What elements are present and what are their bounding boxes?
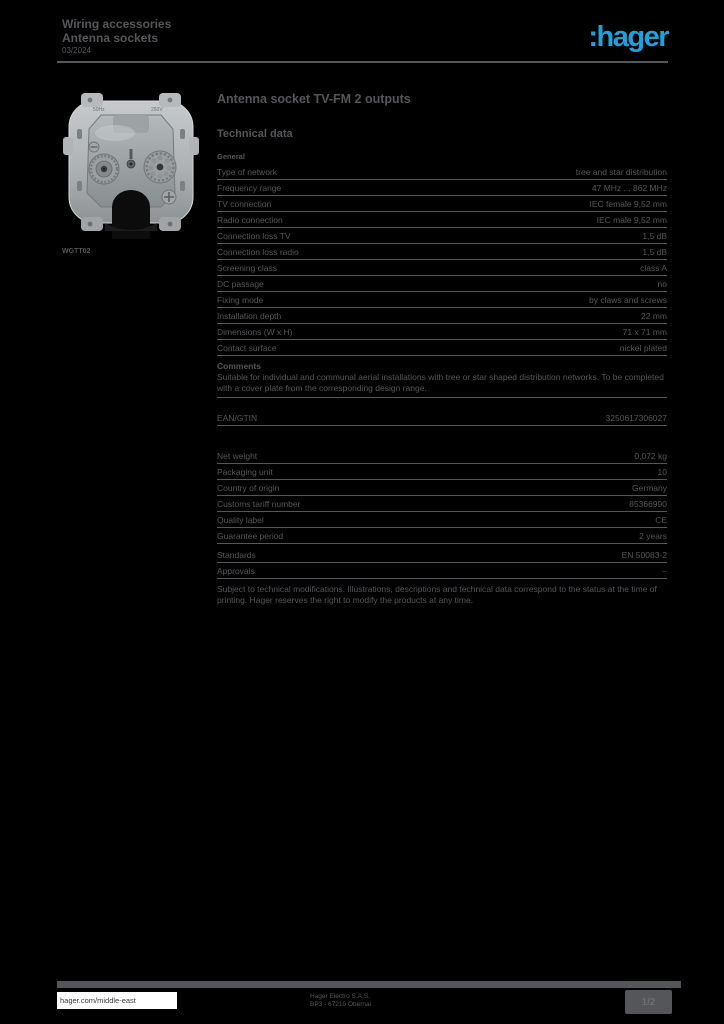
product-reference: WGTT02 xyxy=(62,248,91,255)
table-row: Guarantee period 2 years xyxy=(217,528,667,544)
row-label: Customs tariff number xyxy=(217,499,301,509)
row-label: DC passage xyxy=(217,279,264,289)
row-label: EAN/GTIN xyxy=(217,413,258,423)
bottom-arch xyxy=(112,190,150,239)
row-value: IEC female 9,52 mm xyxy=(589,199,667,209)
disclaimer-text: Subject to technical modifications. Illu… xyxy=(217,584,657,605)
row-label: Screening class xyxy=(217,263,278,273)
row-value: 1,5 dB xyxy=(642,247,667,257)
table-row: Packaging unit 10 xyxy=(217,464,667,480)
table-row: Standards EN 50083-2 xyxy=(217,547,667,563)
row-label: Guarantee period xyxy=(217,531,284,541)
ean-table: EAN/GTIN 3250617306027 xyxy=(217,410,667,426)
row-label: Standards xyxy=(217,550,256,560)
row-value: IEC male 9,52 mm xyxy=(596,215,667,225)
row-value: 2 years xyxy=(639,531,667,541)
footer-address-line2: BP3 - 67210 Obernai xyxy=(310,1001,372,1008)
table-row: Net weight 0,072 kg xyxy=(217,448,667,464)
comments-block: Comments Suitable for individual and com… xyxy=(217,358,667,398)
row-label: Packaging unit xyxy=(217,467,273,477)
header-divider xyxy=(57,61,668,63)
row-label: Country of origin xyxy=(217,483,280,493)
product-title: Antenna socket TV-FM 2 outputs xyxy=(217,92,411,106)
socket-mechanism xyxy=(86,114,177,208)
row-value: 0,072 kg xyxy=(634,451,667,461)
row-value: nickel plated xyxy=(619,343,667,353)
row-label: Approvals xyxy=(217,566,255,576)
stamp-left: 50Hz xyxy=(93,107,105,113)
row-value: 47 MHz ... 862 MHz xyxy=(591,183,667,193)
row-label: Radio connection xyxy=(217,215,283,225)
spec-table: Type of network tree and star distributio… xyxy=(217,164,667,356)
table-row: Quality label CE xyxy=(217,512,667,528)
row-label: Connection loss TV xyxy=(217,231,291,241)
table-row: Connection loss radio 1,5 dB xyxy=(217,244,667,260)
footer-address: Hager Electro S.A.S. BP3 - 67210 Obernai xyxy=(310,993,371,1009)
table-row: Contact surface nickel plated xyxy=(217,340,667,356)
table-row: Radio connection IEC male 9,52 mm xyxy=(217,212,667,228)
row-label: Net weight xyxy=(217,451,258,461)
row-value: 3250617306027 xyxy=(605,413,667,423)
table-row: Connection loss TV 1,5 dB xyxy=(217,228,667,244)
page-indicator: 1/2 xyxy=(625,990,672,1014)
row-value: 71 x 71 mm xyxy=(622,327,667,337)
main-content: Antenna socket TV-FM 2 outputs Technical… xyxy=(217,92,667,615)
row-label: Installation depth xyxy=(217,311,282,321)
table-row: Country of origin Germany xyxy=(217,480,667,496)
table-row: Frequency range 47 MHz ... 862 MHz xyxy=(217,180,667,196)
row-label: Contact surface xyxy=(217,343,277,353)
section-heading: Technical data xyxy=(217,128,293,140)
footer-bar xyxy=(57,981,681,988)
table-row: Dimensions (W x H) 71 x 71 mm xyxy=(217,324,667,340)
row-value: Germany xyxy=(632,483,667,493)
table-row: DC passage no xyxy=(217,276,667,292)
table-row: Type of network tree and star distributio… xyxy=(217,164,667,180)
comments-label: Comments xyxy=(217,361,261,371)
comments-text: Suitable for individual and communal aer… xyxy=(217,372,664,393)
row-value: no xyxy=(657,279,667,289)
table-row: Approvals – xyxy=(217,563,667,579)
row-value: 85366990 xyxy=(629,499,667,509)
header-title-line1: Wiring accessories xyxy=(62,17,172,31)
row-label: Quality label xyxy=(217,515,264,525)
website-link[interactable]: hager.com/middle-east xyxy=(57,992,177,1009)
row-value: 22 mm xyxy=(641,311,667,321)
row-label: Fixing mode xyxy=(217,295,264,305)
header-title-line2: Antenna sockets xyxy=(62,31,159,45)
hager-logo: :hager xyxy=(588,21,669,53)
table-row: Screening class class A xyxy=(217,260,667,276)
row-value: 1,5 dB xyxy=(642,231,667,241)
product-image: 50Hz 250V xyxy=(63,93,199,239)
row-value: – xyxy=(662,566,667,576)
table-row: Fixing mode by claws and screws xyxy=(217,292,667,308)
table-row: Installation depth 22 mm xyxy=(217,308,667,324)
footer-address-line1: Hager Electro S.A.S. xyxy=(310,993,370,1000)
header-title-line3: 03/2024 xyxy=(62,46,91,55)
table-row: EAN/GTIN 3250617306027 xyxy=(217,410,667,426)
row-label: Frequency range xyxy=(217,183,282,193)
row-value: 10 xyxy=(657,467,667,477)
row-label: TV connection xyxy=(217,199,272,209)
row-label: Dimensions (W x H) xyxy=(217,327,293,337)
header-title-block: Wiring accessories Antenna sockets 03/20… xyxy=(62,17,171,56)
table-row: Customs tariff number 85366990 xyxy=(217,496,667,512)
logistics-table: Net weight 0,072 kg Packaging unit 10 Coun… xyxy=(217,448,667,544)
row-value: by claws and screws xyxy=(589,295,667,305)
row-label: Connection loss radio xyxy=(217,247,299,257)
row-value: class A xyxy=(640,263,667,273)
stamp-right: 250V xyxy=(151,107,163,113)
row-value: tree and star distribution xyxy=(575,167,667,177)
row-label: Type of network xyxy=(217,167,278,177)
table-row: TV connection IEC female 9,52 mm xyxy=(217,196,667,212)
notes-table: Standards EN 50083-2 Approvals – xyxy=(217,547,667,579)
subsection-label: General xyxy=(217,152,245,161)
row-value: EN 50083-2 xyxy=(621,550,667,560)
row-value: CE xyxy=(655,515,667,525)
